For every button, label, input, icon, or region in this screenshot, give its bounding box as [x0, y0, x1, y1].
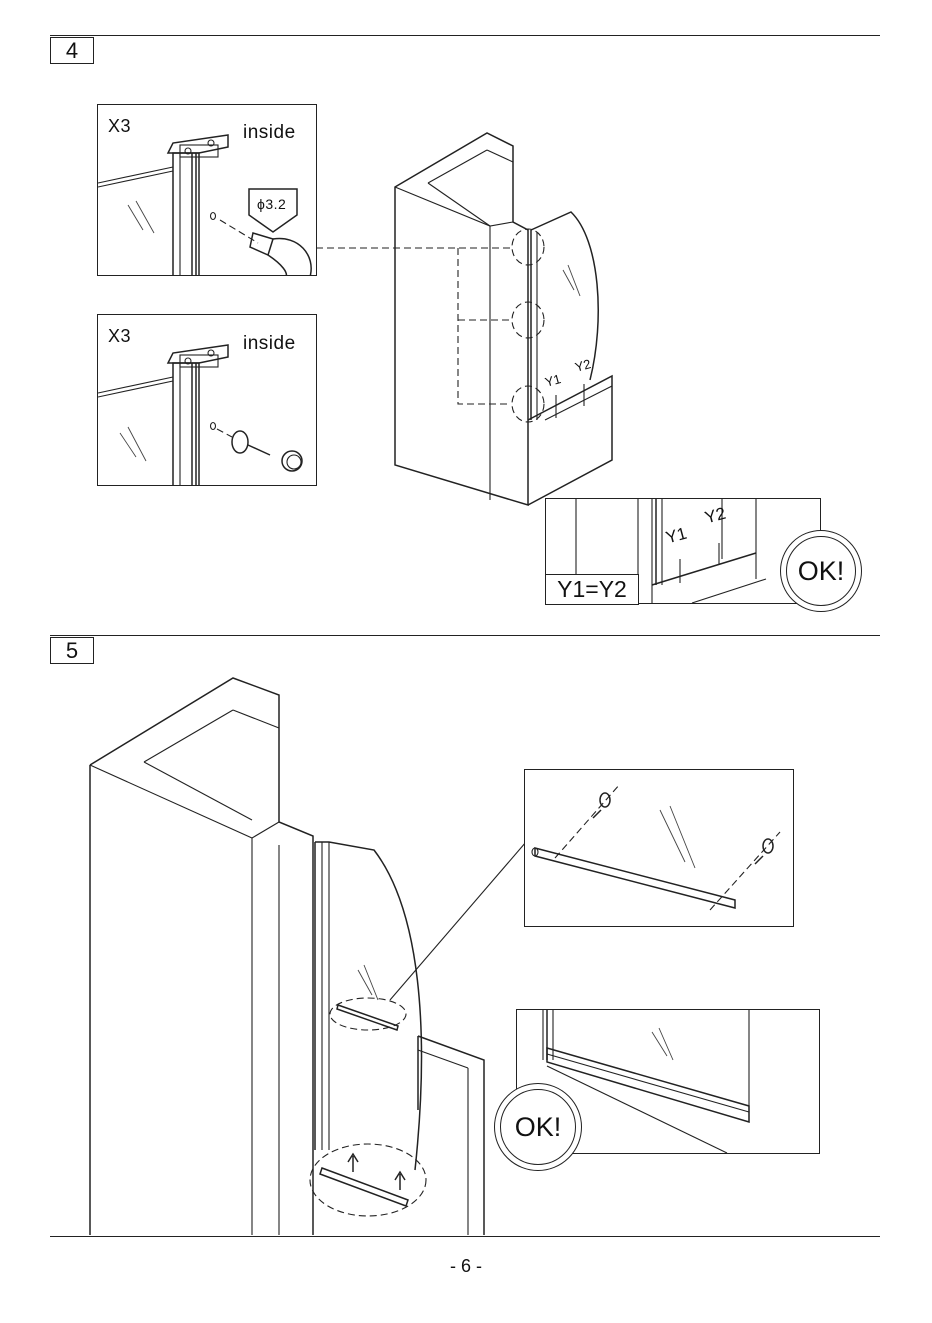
step-5-ok-badge: OK!: [494, 1083, 582, 1171]
towel-bar-illustration: [525, 770, 793, 926]
towel-bar-detail-panel: [524, 769, 794, 927]
footer-divider: [50, 1236, 880, 1237]
page-number: - 6 -: [0, 1256, 932, 1277]
step-5-ok-text: OK!: [500, 1089, 576, 1165]
